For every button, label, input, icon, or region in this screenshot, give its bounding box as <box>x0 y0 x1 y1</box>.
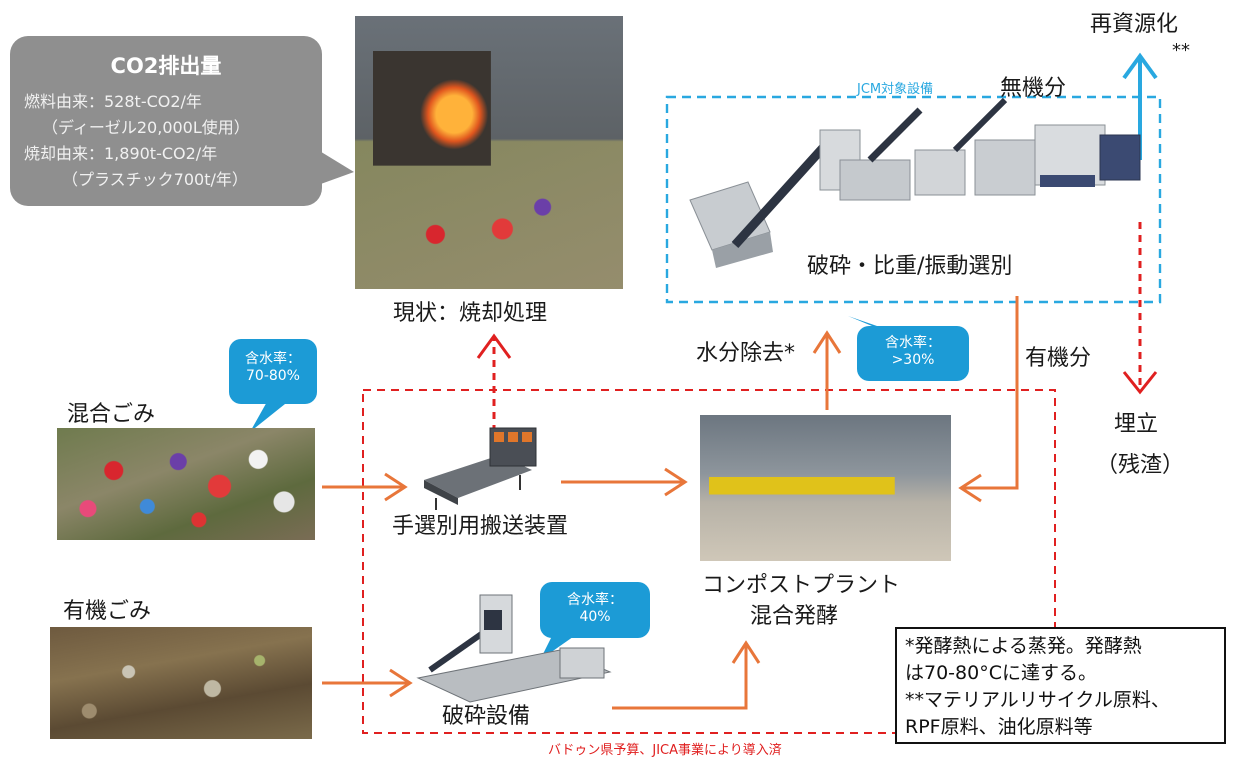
crusher-equipment-illustration <box>416 594 612 703</box>
moisture-bubble-organic-value: 40% <box>579 609 611 625</box>
co2-incineration-detail: （プラスチック700t/年） <box>62 170 248 189</box>
badung-region-label: バドゥン県予算、JICA事業により導入済 <box>548 743 782 758</box>
co2-fuel-line: 燃料由来：528t-CO2/年 <box>24 92 202 111</box>
jcm-equipment-region <box>665 95 1162 304</box>
mixed-waste-photo <box>57 428 315 540</box>
arrow-handsort-to-compost <box>561 467 688 497</box>
bubble-tail-mixed <box>250 400 290 432</box>
landfill-residue-label: （残渣） <box>1096 453 1185 478</box>
footnote-line-4: RPF原料、油化原料等 <box>905 716 1093 738</box>
callout-tail-co2 <box>318 150 354 185</box>
moisture-bubble-compost: 含水率： >30% <box>857 326 969 381</box>
co2-incineration-line: 焼却由来：1,890t-CO2/年 <box>24 144 218 163</box>
compost-plant-label: コンポストプラント <box>702 573 901 598</box>
arrow-jcm-to-compost <box>958 296 1019 503</box>
co2-emissions-callout: CO2排出量 燃料由来：528t-CO2/年 （ディーゼル20,000L使用） … <box>10 36 322 206</box>
co2-fuel-detail: （ディーゼル20,000L使用） <box>42 118 250 137</box>
footnote-box: *発酵熱による蒸発。発酵熱 は70-80°Cに達する。 **マテリアルリサイクル… <box>895 627 1226 744</box>
hand-sort-label: 手選別用搬送装置 <box>392 514 569 539</box>
moisture-bubble-organic-label: 含水率： <box>567 592 623 608</box>
mixed-fermentation-label: 混合発酵 <box>750 604 839 629</box>
arrow-organic-to-crusher <box>322 668 413 698</box>
arrow-compost-to-jcm <box>812 330 842 410</box>
compost-plant-photo <box>700 415 951 561</box>
moisture-bubble-mixed-label: 含水率： <box>245 351 301 367</box>
organic-fraction-label: 有機分 <box>1025 346 1092 371</box>
mixed-waste-label: 混合ごみ <box>67 402 156 427</box>
organic-waste-photo <box>50 627 312 739</box>
crusher-label: 破砕設備 <box>442 704 531 729</box>
organic-waste-label: 有機ごみ <box>63 599 152 624</box>
footnote-line-2: は70-80°Cに達する。 <box>905 662 1097 684</box>
co2-title: CO2排出量 <box>110 54 222 78</box>
recycle-footnote-mark: ** <box>1172 40 1190 61</box>
moisture-bubble-compost-value: >30% <box>891 352 935 368</box>
jcm-machine-line-illustration <box>689 97 1141 268</box>
moisture-bubble-organic: 含水率： 40% <box>540 582 650 638</box>
arrow-incineration-up <box>476 333 512 432</box>
arrow-mixed-to-handsort <box>322 472 408 502</box>
footnote-line-3: **マテリアルリサイクル原料、 <box>905 689 1170 711</box>
current-status-label: 現状：焼却処理 <box>393 301 548 326</box>
moisture-bubble-compost-label: 含水率： <box>885 335 941 351</box>
moisture-bubble-mixed-value: 70-80% <box>246 368 300 384</box>
water-removal-label: 水分除去* <box>696 341 796 366</box>
recycle-label: 再資源化 <box>1090 12 1179 37</box>
hand-sort-conveyor-illustration <box>424 427 537 510</box>
incineration-photo <box>355 16 623 289</box>
arrow-landfill-down <box>1122 222 1158 395</box>
inorganic-label: 無機分 <box>1000 76 1067 101</box>
jcm-label: JCM対象設備 <box>857 82 934 97</box>
landfill-label: 埋立 <box>1114 412 1159 437</box>
crush-sort-label: 破砕・比重/振動選別 <box>807 254 1013 279</box>
footnote-line-1: *発酵熱による蒸発。発酵熱 <box>905 635 1142 657</box>
arrow-crusher-to-compost <box>612 640 761 710</box>
moisture-bubble-mixed: 含水率： 70-80% <box>229 339 317 404</box>
